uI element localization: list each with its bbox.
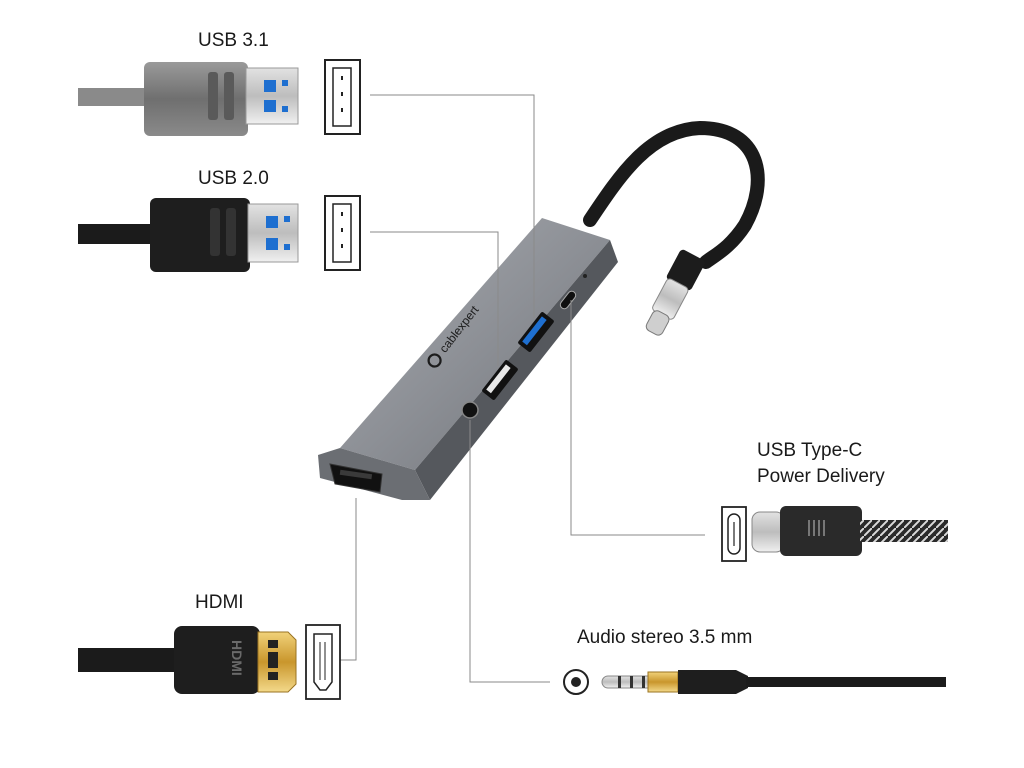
hub-port-audio [461,401,479,419]
hub-led [583,274,587,278]
hub-port-usb31 [518,312,554,352]
audio-cable [746,677,946,687]
label-usb31: USB 3.1 [198,30,269,51]
hub-port-usb20 [482,360,518,400]
usb20-cable-group [78,198,299,272]
usb20-port-icon [324,195,361,271]
usb-c-braided-cable [860,520,948,542]
usb31-plug-housing [144,62,248,136]
leader-usb-c [570,300,705,536]
usb31-plug-metal [245,67,299,125]
usb31-port-icon [324,59,361,135]
usb31-cable-group [78,62,299,136]
label-hdmi: HDMI [195,592,244,613]
hdmi-cable-group: HDMI [78,626,297,694]
leader-usb20 [370,231,499,366]
label-usb20: USB 2.0 [198,168,269,189]
hub-body [340,218,610,470]
usb-c-hub: cablexpert [318,120,765,500]
usb20-cable [78,224,158,244]
label-usb-c-line1: USB Type-C [757,440,863,461]
hdmi-plug-text: HDMI [229,640,245,676]
audio-plug-tip [601,675,649,689]
leader-audio [469,420,550,683]
hdmi-port-icon [305,624,341,700]
label-usb-c-line2: Power Delivery [757,466,885,487]
hub-cable [583,120,765,269]
usb20-plug-housing [150,198,250,272]
leader-hdmi [340,498,357,661]
hub-usb-c-plug [645,249,705,336]
hdmi-plug-housing [174,626,260,694]
brand-logo-icon [427,353,442,368]
audio-jack-icon [563,669,589,695]
label-audio: Audio stereo 3.5 mm [577,627,753,648]
usb-c-port-icon [721,506,747,562]
hdmi-cable [78,648,184,672]
audio-plug-gold [647,671,679,693]
audio-plug-housing [678,670,748,694]
usb-c-cable-group [751,506,948,556]
leader-usb31 [370,94,535,318]
usb20-plug-metal [247,203,299,263]
audio-cable-group [601,670,946,694]
usb-c-plug-metal [751,511,785,553]
usb-c-plug-housing [780,506,862,556]
leader-lines [340,94,705,683]
usb31-cable [78,88,158,106]
